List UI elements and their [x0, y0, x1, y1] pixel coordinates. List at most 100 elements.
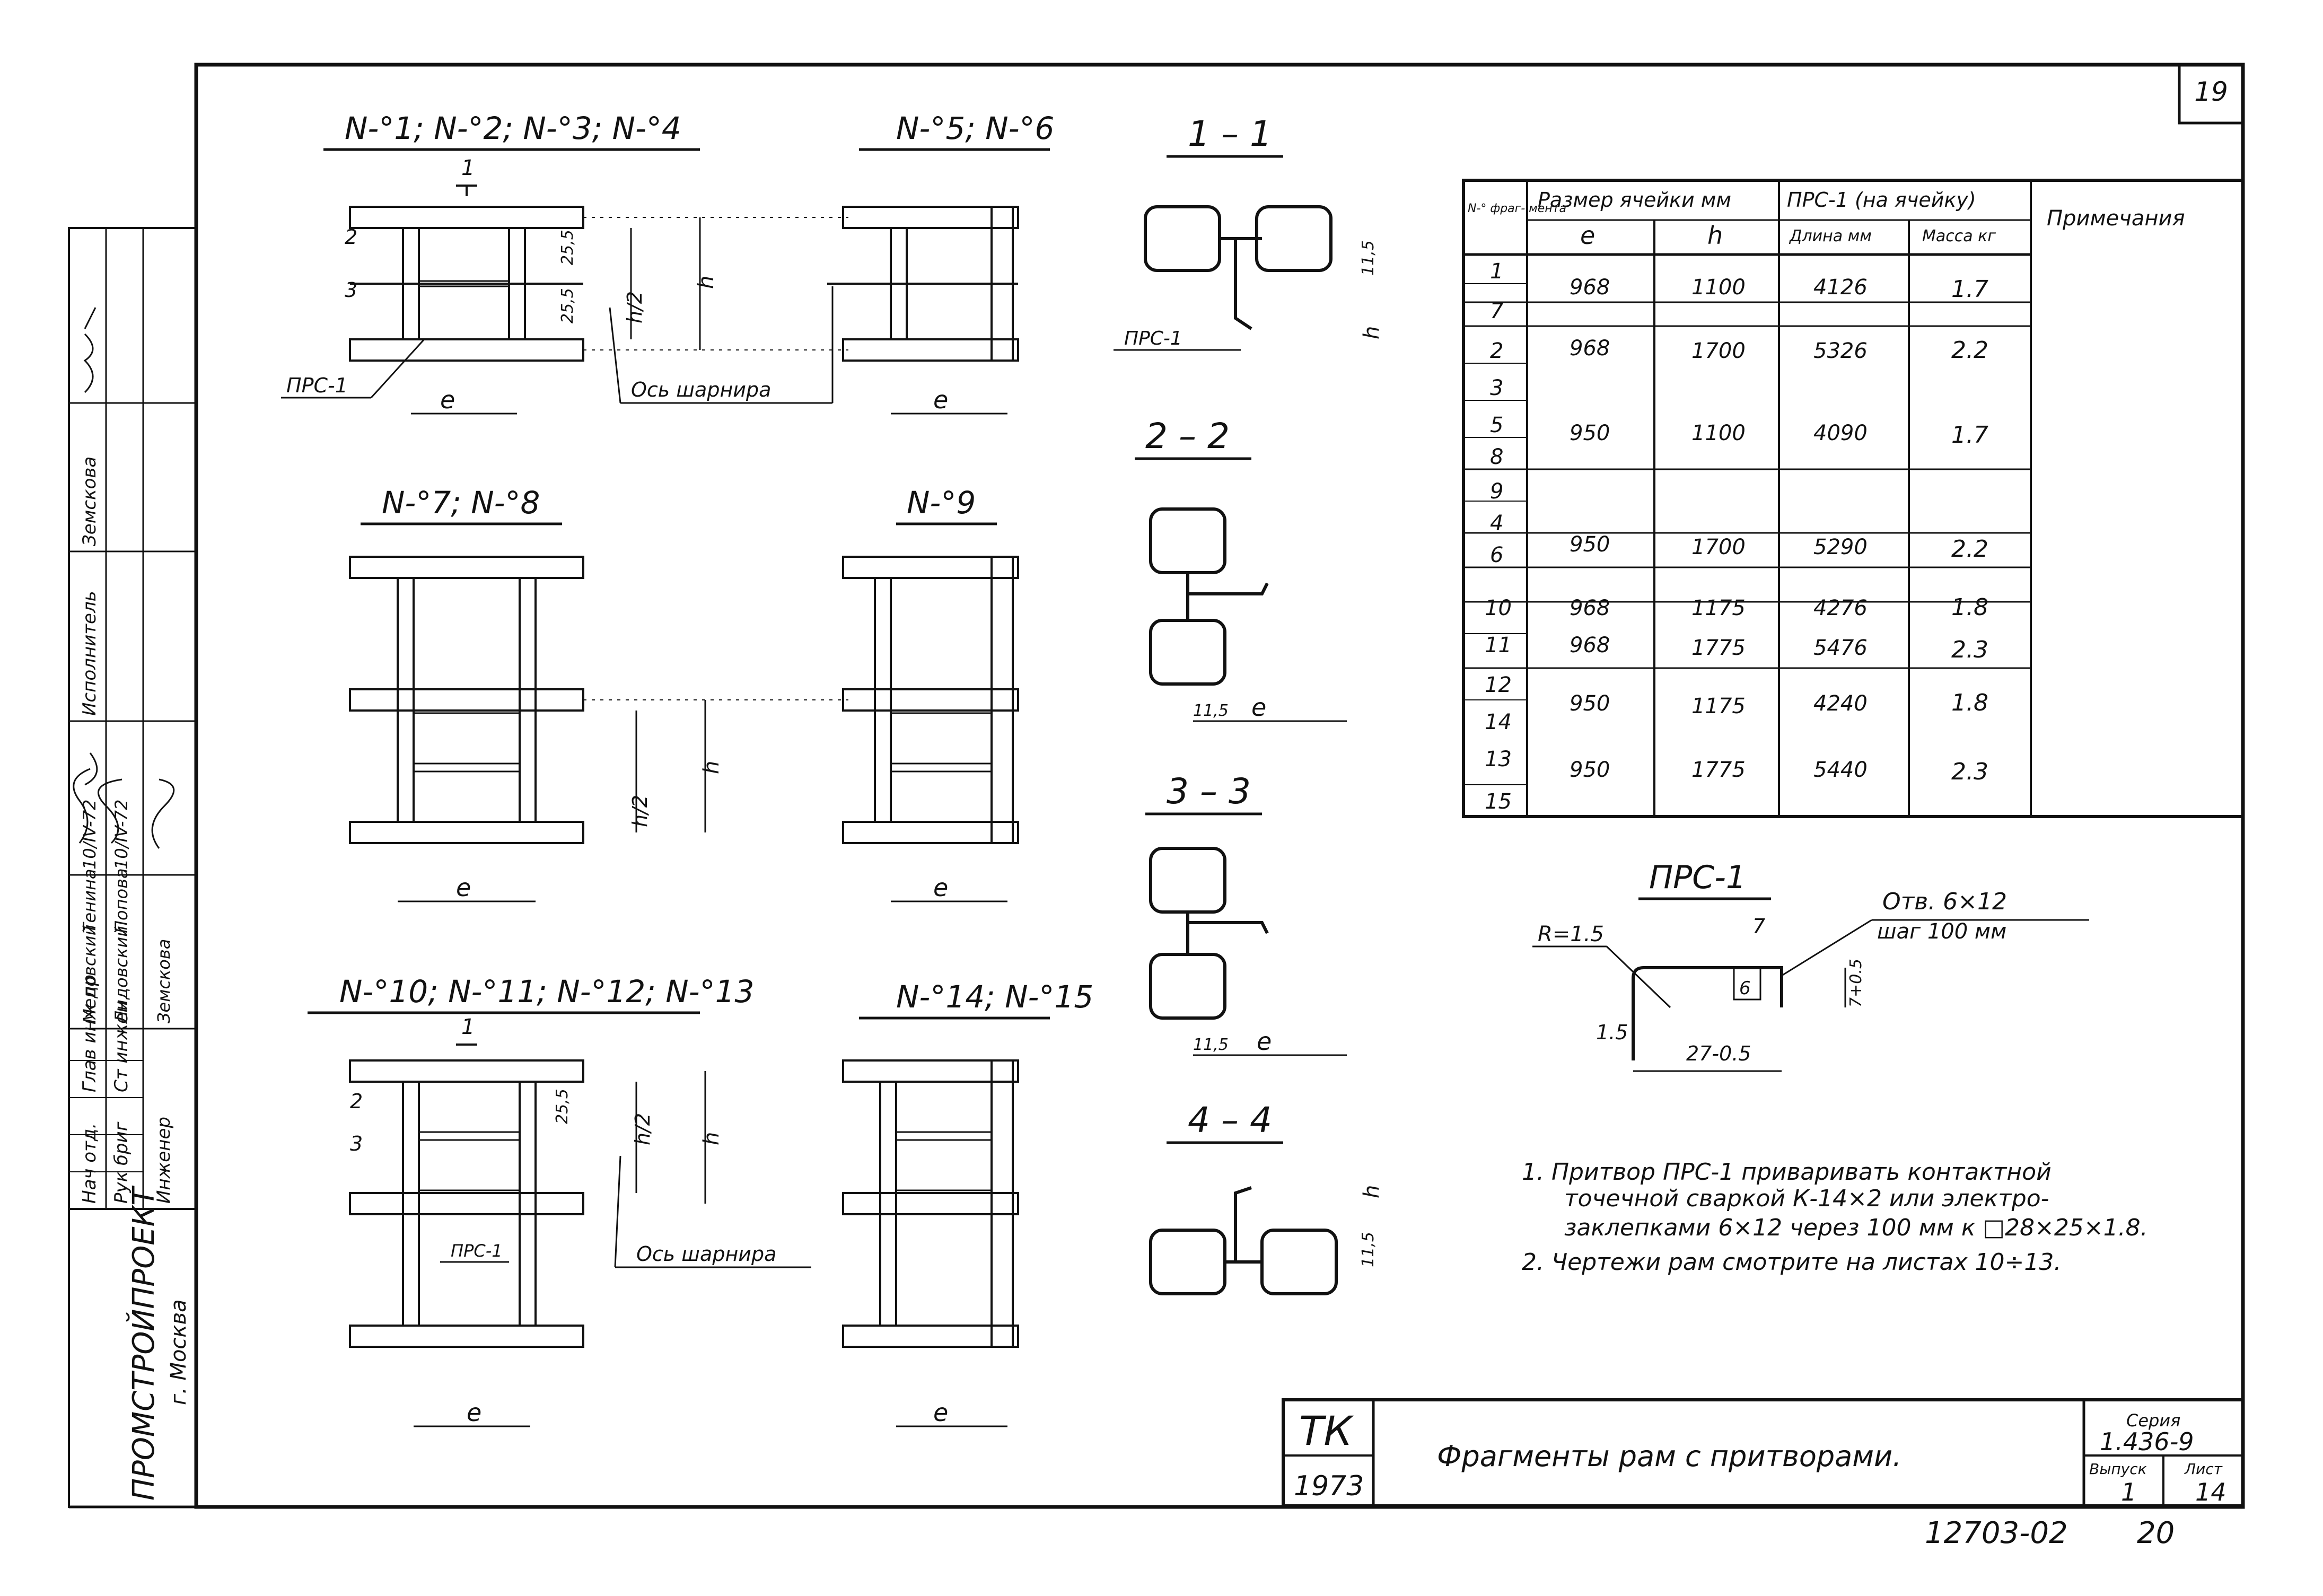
table-cell-h: 1175 — [1691, 596, 1746, 620]
table-row-no: 8 — [1490, 445, 1503, 469]
table-cell-h: 1775 — [1691, 636, 1746, 660]
section-mark-2: 2 — [345, 225, 357, 249]
signature — [73, 752, 175, 849]
table-header-prs: ПРС-1 (на ячейку) — [1787, 188, 1976, 212]
fragment-14-15-drawing: e — [842, 1059, 1019, 1427]
dim-h2-c: h/2 — [631, 1113, 654, 1145]
table-cell-mass: 2.3 — [1951, 758, 1988, 785]
prs-hole: Отв. 6×12 — [1882, 888, 2007, 915]
heading-frag-5-6: N-°5; N-°6 — [896, 110, 1054, 146]
fragment-10-13-drawing: 1 2 3 25,5 h/2 h ПРС-1 Ось шарнира e — [349, 1015, 811, 1427]
fragment-1-4-drawing: 1 2 3 25,5 25,5 h/2 h e ПРС-1 Ось шарнир… — [281, 156, 848, 415]
section-1-1-title: 1 – 1 — [1188, 113, 1272, 154]
stamp-role-2: Рук бриг — [111, 1121, 132, 1204]
series-label: Серия — [2126, 1410, 2180, 1431]
table-cell-len: 5290 — [1813, 535, 1868, 559]
section-mark-3: 3 — [345, 278, 357, 302]
table-row-no: 10 — [1485, 596, 1512, 620]
table-cell-h: 1100 — [1691, 275, 1746, 300]
stamp-date-0: 10/IV-72 — [80, 800, 100, 870]
fragment-9-drawing: e — [842, 556, 1019, 902]
section-4-4-title: 4 – 4 — [1188, 1100, 1272, 1141]
fragment-table: N-° фраг- мента Размер ячейки мм ПРС-1 (… — [1462, 179, 2245, 818]
tk-label: ТК — [1299, 1407, 1354, 1454]
section-2-2-e: e — [1251, 693, 1266, 722]
heading-frag-1-4: N-°1; N-°2; N-°3; N-°4 — [345, 110, 681, 146]
stamp-name-2: Тенина — [80, 869, 100, 933]
table-header-len: Длина мм — [1789, 227, 1872, 245]
stamp-name-4: Земскова — [154, 939, 174, 1023]
table-header-size: Размер ячейки мм — [1538, 188, 1731, 212]
dim-e-a: e — [440, 385, 455, 414]
section-mark-2b: 2 — [350, 1090, 363, 1113]
section-2-2: 2 – 2 11,5 e — [1135, 416, 1347, 722]
prs-d27: 27-0.5 — [1686, 1042, 1751, 1065]
fragment-5-6-drawing: e — [827, 206, 1019, 415]
prs-d105: 7+0.5 — [1847, 959, 1865, 1007]
table-cell-h: 1700 — [1691, 339, 1746, 363]
dim-25-5-b: 25,5 — [558, 288, 577, 323]
prs-detail-title: ПРС-1 — [1649, 859, 1746, 896]
section-3-3-e: e — [1257, 1027, 1272, 1056]
issue-label: Выпуск — [2089, 1460, 2147, 1478]
table-row-no: 14 — [1485, 710, 1512, 734]
dim-h-b: h — [699, 761, 724, 774]
prs-radius: R=1.5 — [1538, 922, 1604, 946]
table-cell-len: 4276 — [1813, 596, 1868, 620]
dim-h2-a: h/2 — [623, 291, 646, 323]
heading-frag-14-15: N-°14; N-°15 — [896, 979, 1093, 1015]
footer-code: 12703-02 — [1925, 1516, 2068, 1550]
prs-d15: 1.5 — [1596, 1021, 1628, 1044]
table-cell-mass: 2.2 — [1951, 536, 1988, 563]
section-3-3-dim: 11,5 — [1193, 1036, 1229, 1054]
table-cell-e: 950 — [1570, 758, 1610, 782]
table-row-no: 9 — [1490, 479, 1503, 504]
note-line-3: заклепками 6×12 через 100 мм к □28×25×1.… — [1564, 1214, 2148, 1241]
table-row-no: 6 — [1490, 543, 1503, 567]
dim-e-d: e — [933, 873, 948, 902]
notes: 1. Притвор ПРС-1 приваривать контактной … — [1522, 1159, 2148, 1276]
table-header-h: h — [1707, 221, 1723, 250]
stamp-org: ПРОМСТРОЙПРОЕКТ — [127, 1186, 161, 1501]
section-mark-3b: 3 — [350, 1132, 363, 1155]
table-row-no: 11 — [1485, 633, 1512, 657]
stamp-role-0: Нач отд. — [79, 1123, 100, 1204]
section-4-4-dim: 11,5 — [1359, 1232, 1378, 1267]
section-3-3-title: 3 – 3 — [1167, 771, 1251, 812]
section-3-3: 3 – 3 11,5 e — [1145, 771, 1347, 1056]
section-1-1-h: h — [1360, 326, 1384, 339]
sheet-label: Лист — [2184, 1460, 2223, 1478]
table-row-no: 7 — [1490, 299, 1504, 323]
section-4-4: 4 – 4 11,5 h — [1149, 1100, 1384, 1295]
dim-e-b: e — [933, 385, 948, 414]
stamp-name-3: Попова — [111, 868, 132, 933]
stamp-role-1: Глав инж пр — [79, 975, 100, 1092]
prs-label-b: ПРС-1 — [451, 1241, 503, 1261]
stamp-date-1: 10/IV-72 — [111, 800, 132, 870]
series-value: 1.436-9 — [2100, 1427, 2194, 1456]
issue-value: 1 — [2121, 1478, 2136, 1506]
hinge-axis-label-b: Ось шарнира — [636, 1242, 776, 1266]
section-1-1: 1 – 1 ПРС-1 11,5 h — [1114, 113, 1384, 351]
note-line-1: 1. Притвор ПРС-1 приваривать контактной — [1522, 1159, 2052, 1186]
table-cell-len: 5326 — [1813, 339, 1868, 363]
table-row-no: 4 — [1490, 511, 1503, 536]
table-cell-e: 950 — [1570, 691, 1610, 716]
stamp-role-4: Инженер — [153, 1117, 174, 1204]
table-cell-e: 950 — [1570, 421, 1610, 445]
table-cell-mass: 1.7 — [1951, 276, 1988, 303]
prs-label-a: ПРС-1 — [286, 374, 348, 397]
section-1-1-dim: 11,5 — [1359, 240, 1378, 276]
heading-frag-9: N-°9 — [907, 485, 976, 521]
prs-detail: ПРС-1 Отв. 6×12 шаг 100 мм R=1.5 7 6 7+0… — [1532, 859, 2089, 1072]
table-cell-h: 1775 — [1691, 758, 1746, 782]
table-cell-len: 4126 — [1813, 275, 1868, 300]
table-cell-len: 4090 — [1813, 421, 1868, 445]
left-stamp: ПРОМСТРОЙПРОЕКТ г. Москва Нач отд. Глав … — [68, 227, 197, 1508]
table-row-no: 2 — [1490, 339, 1503, 363]
section-2-2-title: 2 – 2 — [1145, 416, 1230, 457]
dim-e-c: e — [456, 873, 471, 902]
note-line-2: точечной сваркой К-14×2 или электро- — [1564, 1185, 2049, 1212]
table-cell-e: 968 — [1570, 275, 1610, 300]
